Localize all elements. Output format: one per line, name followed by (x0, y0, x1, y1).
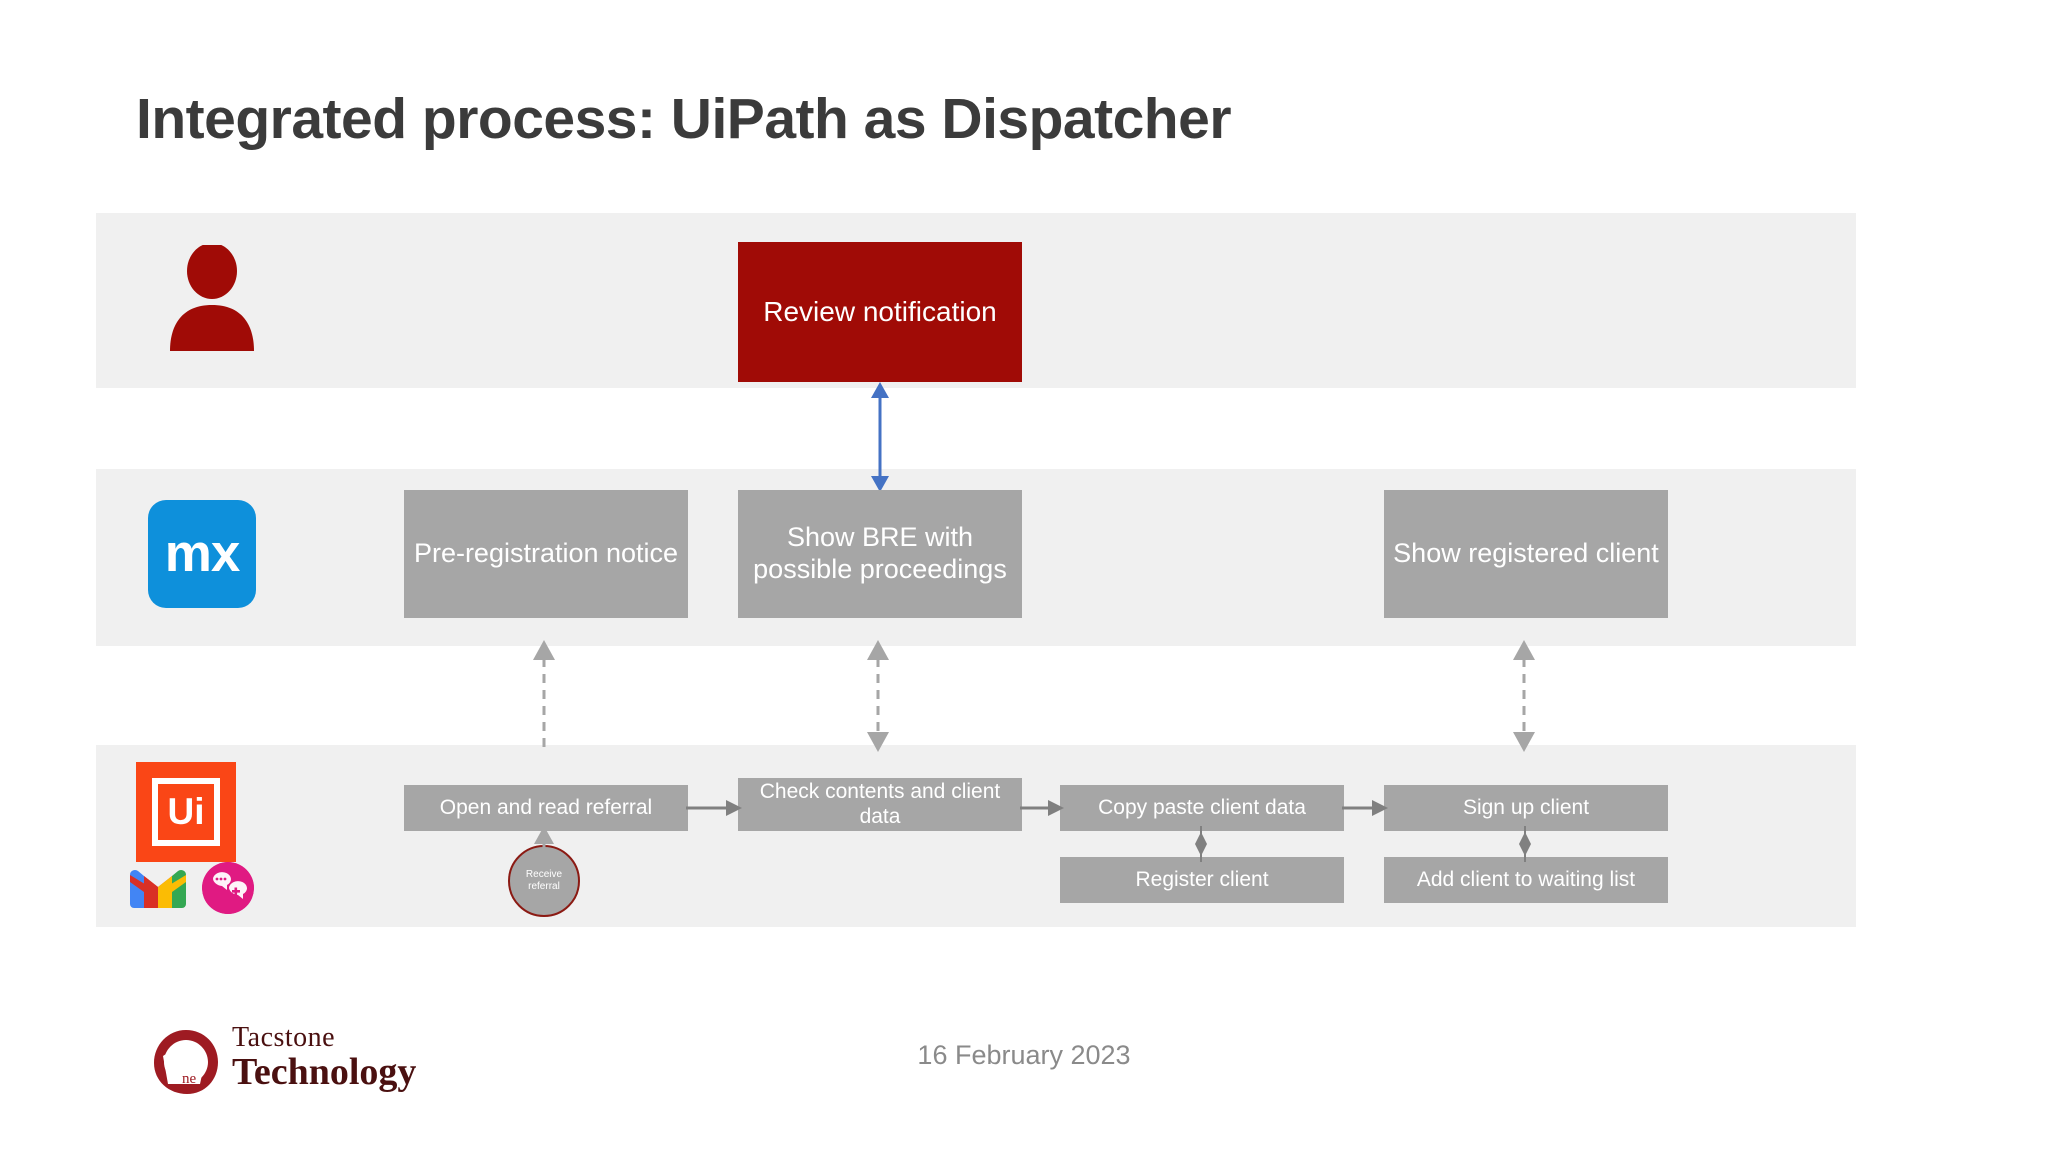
process-box-show-bre[interactable]: Show BRE with possible proceedings (738, 490, 1022, 618)
uipath-logo-text: Ui (167, 790, 205, 832)
process-box-show-registered-client[interactable]: Show registered client (1384, 490, 1668, 618)
tacstone-logo: ne Tacstone Technology (150, 1020, 420, 1102)
connector-review-to-showbre (871, 382, 889, 492)
start-node-label-line1: Receive (525, 868, 563, 880)
start-node-label-line2: referral (528, 881, 560, 892)
connector-openread-to-check (686, 800, 742, 816)
connector-check-to-copypaste (1020, 800, 1064, 816)
gmail-icon (130, 870, 186, 908)
connector-showbre-to-checkcontents (867, 640, 889, 752)
uipath-logo: Ui (136, 762, 236, 862)
tacstone-wordmark: Tacstone Technology (232, 1022, 416, 1094)
connector-signup-to-waitinglist (1519, 826, 1531, 862)
svg-text:ne: ne (182, 1071, 197, 1087)
process-box-copy-paste-client-data[interactable]: Copy paste client data (1060, 785, 1344, 831)
connector-copypaste-to-register (1195, 826, 1207, 862)
tacstone-wordmark-line1: Tacstone (232, 1022, 336, 1053)
process-box-open-and-read-referral[interactable]: Open and read referral (404, 785, 688, 831)
process-box-add-client-to-waiting-list[interactable]: Add client to waiting list (1384, 857, 1668, 903)
uipath-logo-frame: Ui (152, 778, 220, 846)
person-icon (170, 245, 254, 351)
connector-copypaste-to-signup (1342, 800, 1388, 816)
connector-receive-to-openread (534, 826, 554, 856)
start-node-receive-referral[interactable]: Receive referral (508, 845, 580, 917)
process-box-sign-up-client[interactable]: Sign up client (1384, 785, 1668, 831)
mendix-logo-text: mx (164, 523, 241, 583)
mirro-chat-icon (202, 862, 254, 914)
connector-showregistered-to-signup (1513, 640, 1535, 752)
process-box-review-notification[interactable]: Review notification (738, 242, 1022, 382)
connector-prereg-to-openread (533, 640, 555, 752)
process-box-pre-registration-notice[interactable]: Pre-registration notice (404, 490, 688, 618)
process-box-check-contents-and-client-data[interactable]: Check contents and client data (738, 778, 1022, 831)
page-title: Integrated process: UiPath as Dispatcher (136, 87, 1232, 151)
footer-date: 16 February 2023 (917, 1040, 1131, 1070)
tacstone-wordmark-line2: Technology (232, 1051, 417, 1093)
process-box-register-client[interactable]: Register client (1060, 857, 1344, 903)
tacstone-mark-icon: ne (154, 1030, 218, 1094)
mendix-logo: mx (148, 500, 256, 608)
